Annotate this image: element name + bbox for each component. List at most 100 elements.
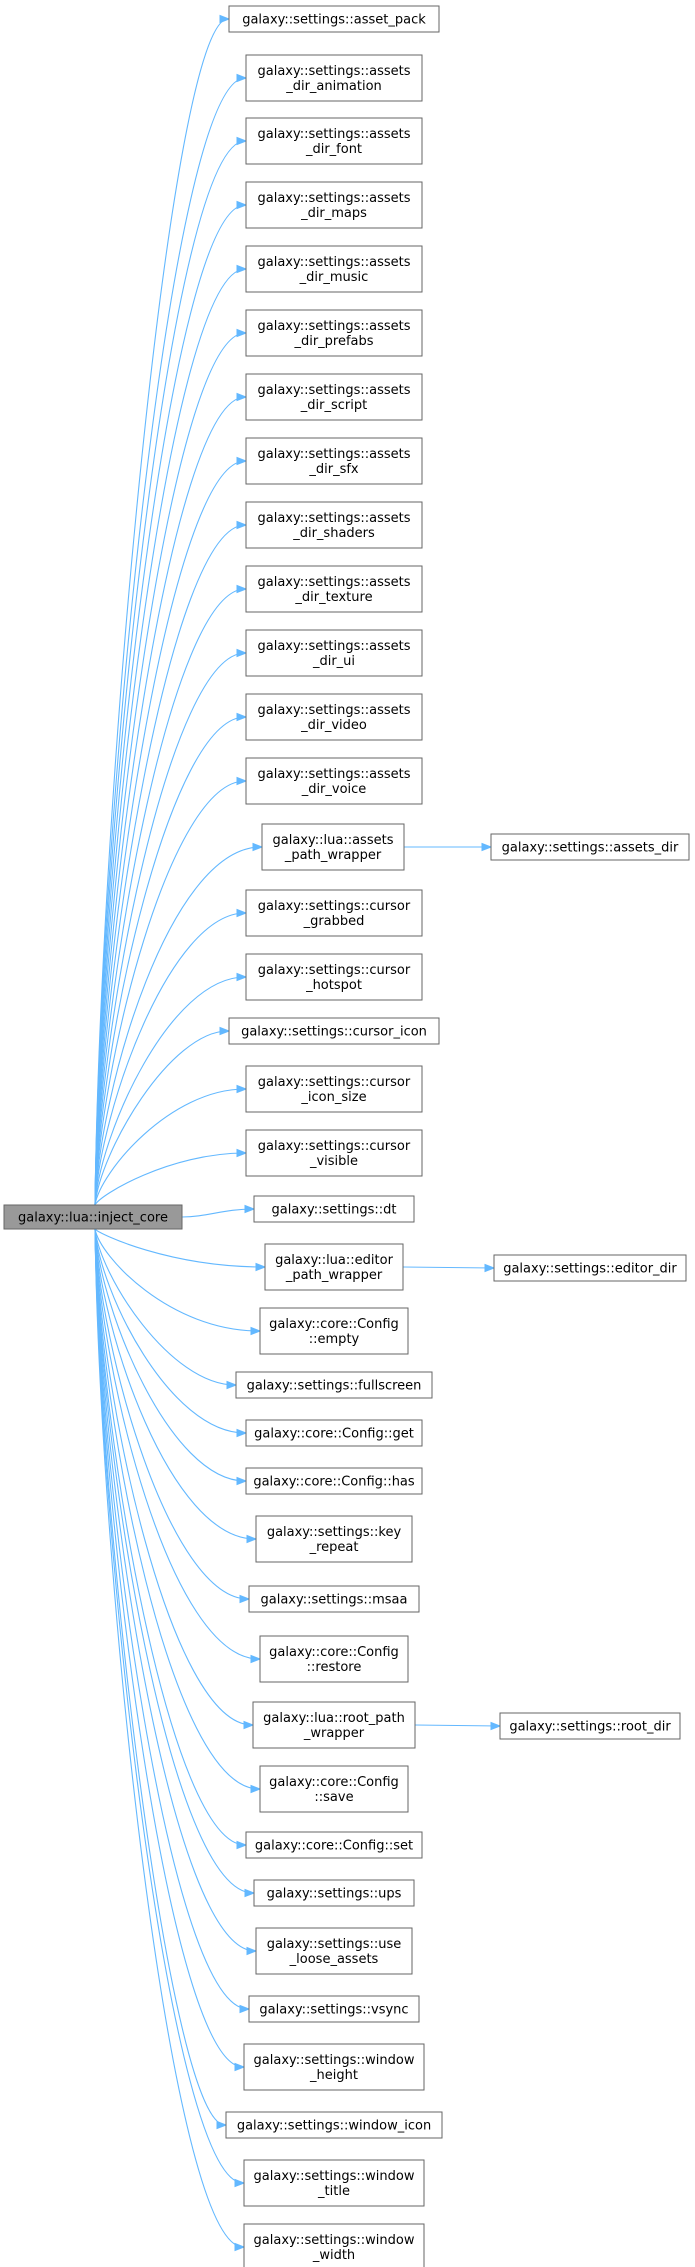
edge-root-to-cursor-icon	[94, 1026, 231, 1206]
node-editor-path-wrapper[interactable]: galaxy::lua::editor_path_wrapper	[264, 1243, 404, 1291]
node-dir-ui[interactable]: galaxy::settings::assets_dir_ui	[245, 629, 423, 677]
node-label: _dir_music	[299, 270, 369, 285]
node-editor-dir[interactable]: galaxy::settings::editor_dir	[493, 1254, 687, 1282]
node-dt[interactable]: galaxy::settings::dt	[253, 1195, 415, 1223]
node-dir-animation[interactable]: galaxy::settings::assets_dir_animation	[245, 54, 423, 102]
edge-root-to-config-has	[94, 1228, 248, 1486]
node-window-title[interactable]: galaxy::settings::window_title	[243, 2159, 425, 2207]
edge-root-to-window-icon	[94, 1228, 228, 2130]
edge-root-to-dir-font	[94, 136, 248, 1206]
node-label: galaxy::settings::cursor	[258, 1075, 411, 1090]
edge-root-to-config-save	[94, 1228, 262, 1794]
node-window-icon[interactable]: galaxy::settings::window_icon	[225, 2111, 443, 2139]
node-label: _path_wrapper	[284, 848, 382, 863]
node-config-has[interactable]: galaxy::core::Config::has	[245, 1467, 423, 1495]
node-label: galaxy::lua::inject_core	[18, 1211, 168, 1226]
node-box	[245, 565, 423, 613]
node-label: galaxy::settings::window	[254, 2169, 415, 2184]
node-config-set[interactable]: galaxy::core::Config::set	[245, 1831, 423, 1859]
node-window-width[interactable]: galaxy::settings::window_width	[243, 2223, 425, 2267]
node-dir-sfx[interactable]: galaxy::settings::assets_dir_sfx	[245, 437, 423, 485]
node-label: galaxy::settings::assets	[258, 191, 411, 206]
node-label: galaxy::settings::root_dir	[509, 1720, 671, 1735]
node-label: galaxy::settings::assets_dir	[502, 841, 679, 856]
edge-root-to-dir-maps	[94, 200, 248, 1206]
node-cursor-icon-size[interactable]: galaxy::settings::cursor_icon_size	[245, 1065, 423, 1113]
edge-root-to-dir-music	[94, 264, 248, 1206]
node-label: galaxy::settings::assets	[258, 639, 411, 654]
node-assets-dir[interactable]: galaxy::settings::assets_dir	[490, 833, 690, 861]
edge-root-to-dir-ui	[94, 648, 248, 1206]
node-label: _title	[317, 2184, 350, 2199]
edge-root-to-key-repeat	[94, 1228, 258, 1544]
node-dir-voice[interactable]: galaxy::settings::assets_dir_voice	[245, 757, 423, 805]
node-dir-font[interactable]: galaxy::settings::assets_dir_font	[245, 117, 423, 165]
node-root[interactable]: galaxy::lua::inject_core	[3, 1204, 183, 1230]
node-label: _dir_maps	[300, 206, 367, 221]
node-root-path-wrapper[interactable]: galaxy::lua::root_path_wrapper	[252, 1701, 416, 1749]
node-box	[245, 437, 423, 485]
node-box	[225, 2111, 443, 2139]
node-box	[245, 1065, 423, 1113]
node-label: galaxy::lua::assets	[273, 833, 394, 848]
node-label: ::save	[314, 1790, 353, 1805]
edge-root-to-editor-path-wrapper	[94, 1228, 267, 1272]
node-config-empty[interactable]: galaxy::core::Config::empty	[259, 1307, 409, 1355]
node-label: _height	[309, 2068, 358, 2083]
node-label: galaxy::settings::asset_pack	[242, 13, 426, 28]
node-label: galaxy::settings::window	[254, 2233, 415, 2248]
node-dir-prefabs[interactable]: galaxy::settings::assets_dir_prefabs	[245, 309, 423, 357]
node-cursor-hotspot[interactable]: galaxy::settings::cursor_hotspot	[245, 953, 423, 1001]
node-label: galaxy::settings::assets	[258, 255, 411, 270]
edge-root-to-window-title	[94, 1228, 246, 2188]
node-fullscreen[interactable]: galaxy::settings::fullscreen	[235, 1371, 433, 1399]
node-config-save[interactable]: galaxy::core::Config::save	[259, 1765, 409, 1813]
node-vsync[interactable]: galaxy::settings::vsync	[248, 1995, 420, 2023]
node-dir-script[interactable]: galaxy::settings::assets_dir_script	[245, 373, 423, 421]
node-box	[3, 1204, 183, 1230]
node-asset-pack[interactable]: galaxy::settings::asset_pack	[228, 5, 440, 33]
edge-root-to-cursor-icon-size	[94, 1084, 248, 1206]
node-label: galaxy::settings::fullscreen	[247, 1379, 422, 1394]
node-label: galaxy::settings::cursor_icon	[241, 1025, 427, 1040]
node-box	[245, 1831, 423, 1859]
node-root-dir[interactable]: galaxy::settings::root_dir	[499, 1712, 681, 1740]
node-box	[245, 889, 423, 937]
node-label: _path_wrapper	[285, 1268, 383, 1283]
node-config-get[interactable]: galaxy::core::Config::get	[245, 1419, 423, 1447]
node-label: _loose_assets	[289, 1952, 379, 1967]
node-label: galaxy::settings::msaa	[261, 1593, 408, 1608]
node-config-restore[interactable]: galaxy::core::Config::restore	[259, 1635, 409, 1683]
node-dir-maps[interactable]: galaxy::settings::assets_dir_maps	[245, 181, 423, 229]
node-msaa[interactable]: galaxy::settings::msaa	[248, 1585, 420, 1613]
node-assets-path-wrapper[interactable]: galaxy::lua::assets_path_wrapper	[261, 823, 405, 871]
edge-root-to-dir-prefabs	[94, 328, 248, 1206]
node-box	[499, 1712, 681, 1740]
node-key-repeat[interactable]: galaxy::settings::key_repeat	[255, 1515, 413, 1563]
edge-root-to-dir-shaders	[94, 520, 248, 1206]
node-box	[245, 1467, 423, 1495]
edge-root-to-cursor-grabbed	[94, 908, 248, 1206]
node-dir-shaders[interactable]: galaxy::settings::assets_dir_shaders	[245, 501, 423, 549]
node-cursor-visible[interactable]: galaxy::settings::cursor_visible	[245, 1129, 423, 1177]
node-cursor-grabbed[interactable]: galaxy::settings::cursor_grabbed	[245, 889, 423, 937]
node-box	[245, 373, 423, 421]
edge-root-to-dir-video	[94, 712, 248, 1206]
node-label: galaxy::settings::cursor	[258, 963, 411, 978]
node-dir-video[interactable]: galaxy::settings::assets_dir_video	[245, 693, 423, 741]
node-label: _dir_shaders	[292, 526, 375, 541]
node-box	[245, 1129, 423, 1177]
node-label: galaxy::settings::editor_dir	[503, 1262, 677, 1277]
node-window-height[interactable]: galaxy::settings::window_height	[243, 2043, 425, 2091]
node-dir-music[interactable]: galaxy::settings::assets_dir_music	[245, 245, 423, 293]
node-box	[255, 1927, 413, 1975]
node-dir-texture[interactable]: galaxy::settings::assets_dir_texture	[245, 565, 423, 613]
node-use-loose-assets[interactable]: galaxy::settings::use_loose_assets	[255, 1927, 413, 1975]
node-cursor-icon[interactable]: galaxy::settings::cursor_icon	[228, 1017, 440, 1045]
node-label: galaxy::settings::window	[254, 2053, 415, 2068]
node-box	[490, 833, 690, 861]
node-box	[245, 245, 423, 293]
node-ups[interactable]: galaxy::settings::ups	[253, 1879, 415, 1907]
node-label: galaxy::settings::use	[267, 1937, 402, 1952]
edge-root-to-cursor-visible	[94, 1148, 248, 1206]
